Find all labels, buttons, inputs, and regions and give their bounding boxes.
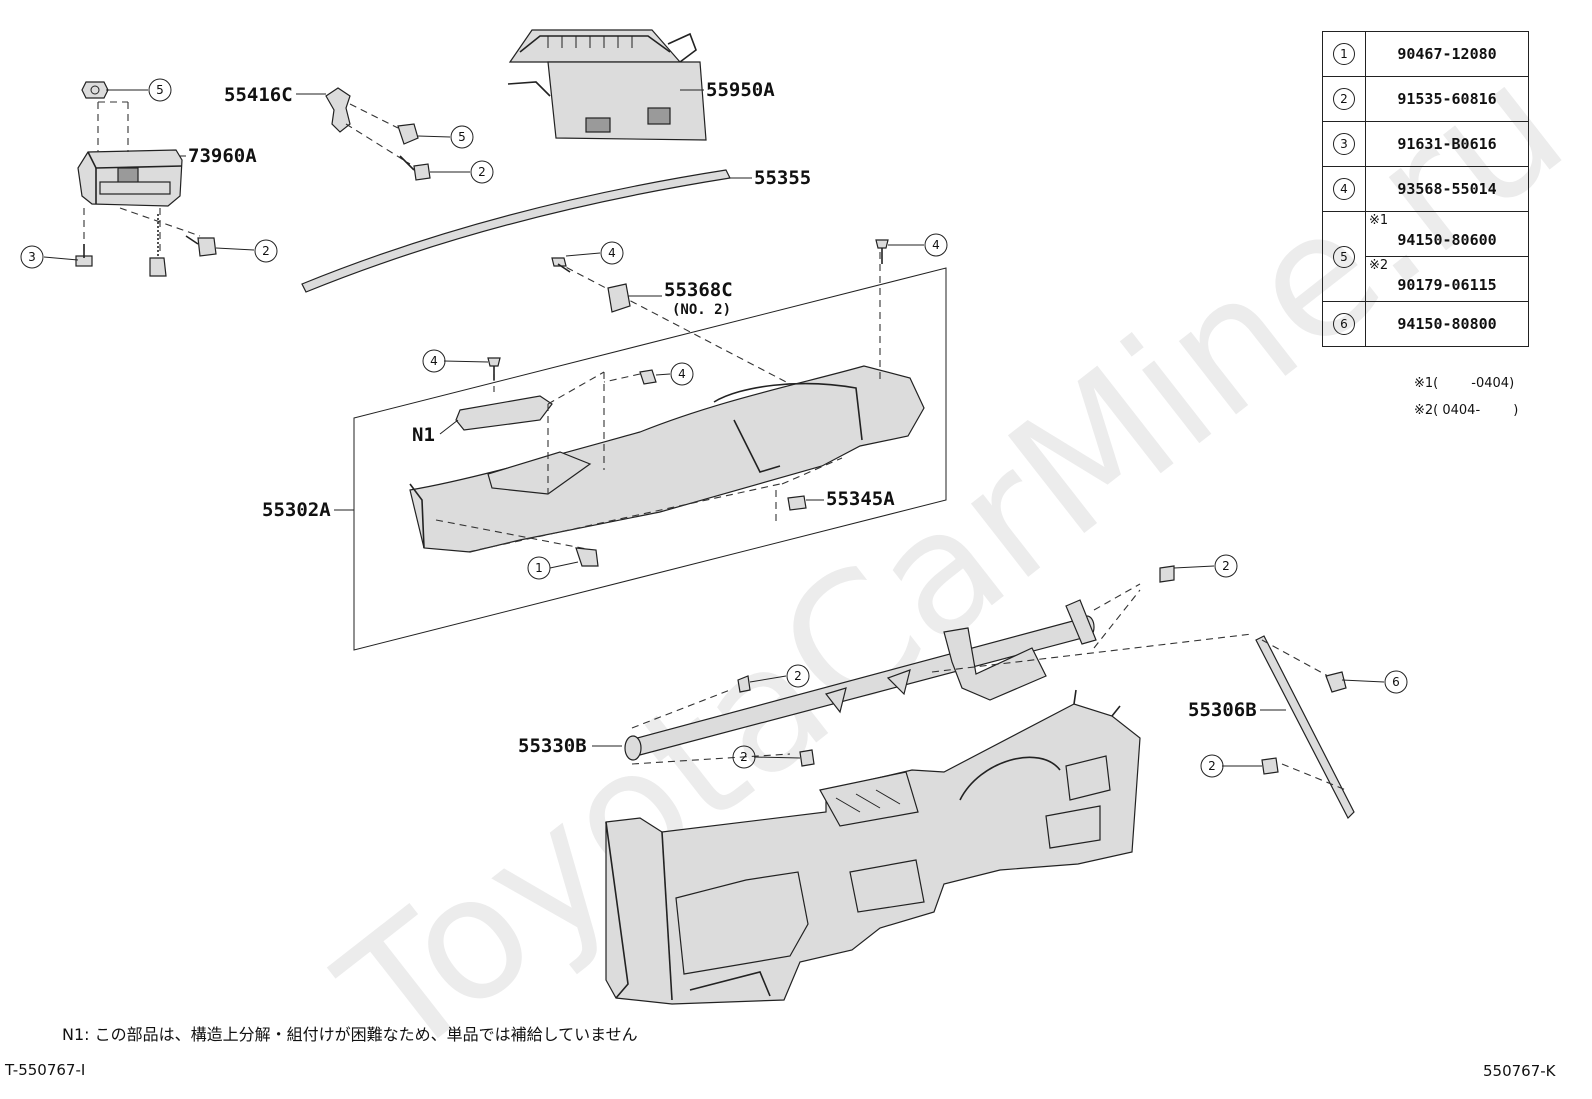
ref-circle: 4 xyxy=(1333,178,1355,200)
svg-text:5: 5 xyxy=(458,130,466,144)
svg-text:2: 2 xyxy=(1222,559,1230,573)
svg-text:2: 2 xyxy=(740,750,748,764)
part-55416c-drawing xyxy=(325,87,431,181)
label-55355: 55355 xyxy=(754,167,811,189)
part-number: 93568-55014 xyxy=(1365,166,1529,212)
label-55416c: 55416C xyxy=(224,84,293,106)
label-55302a: 55302A xyxy=(262,499,331,521)
label-55950a: 55950A xyxy=(706,79,775,101)
callout-2a: 2 xyxy=(470,160,494,184)
label-55368c-sub: (NO. 2) xyxy=(672,302,731,318)
svg-text:4: 4 xyxy=(932,238,940,252)
svg-text:2: 2 xyxy=(1208,759,1216,773)
svg-text:1: 1 xyxy=(535,561,543,575)
lower-dashboard-drawing xyxy=(605,689,1141,1005)
note-2: ※2( 0404- ) xyxy=(1414,403,1519,418)
label-55306b: 55306B xyxy=(1188,699,1257,721)
note-mark: ※2 xyxy=(1369,258,1389,273)
callout-4c: 4 xyxy=(422,349,446,373)
table-row: ※2 90179-06115 xyxy=(1323,256,1529,302)
part-number: 91631-B0616 xyxy=(1365,121,1529,167)
svg-text:6: 6 xyxy=(1392,675,1400,689)
callout-2c: 2 xyxy=(1214,554,1238,578)
table-row: 6 94150-80800 xyxy=(1322,301,1529,347)
ref-circle: 5 xyxy=(1333,245,1355,268)
part-55330b-drawing xyxy=(624,565,1253,767)
ref-circle: 1 xyxy=(1333,43,1355,65)
part-number: 90467-12080 xyxy=(1365,31,1529,77)
label-55345a: 55345A xyxy=(826,488,895,510)
note-1: ※1( -0404) xyxy=(1414,376,1515,391)
callout-2d: 2 xyxy=(786,664,810,688)
callout-1: 1 xyxy=(527,556,551,580)
table-row: 1 90467-12080 xyxy=(1322,31,1529,77)
table-row: 3 91631-B0616 xyxy=(1322,121,1529,167)
ref-circle: 3 xyxy=(1333,133,1355,155)
callout-4d: 4 xyxy=(670,362,694,386)
illustration-code-left: T-550767-I xyxy=(5,1061,86,1079)
callout-2f: 2 xyxy=(1200,754,1224,778)
table-row: 4 93568-55014 xyxy=(1322,166,1529,212)
footnote: N1: この部品は、構造上分解・組付けが困難なため、単品では補給していません xyxy=(62,1025,638,1044)
callout-2e: 2 xyxy=(732,745,756,769)
parts-table: 1 90467-12080 2 91535-60816 3 91631-B061… xyxy=(1322,31,1529,347)
part-number: 94150-80600 xyxy=(1397,231,1497,249)
svg-text:3: 3 xyxy=(28,250,36,264)
label-55330b: 55330B xyxy=(518,735,587,757)
ref-circle: 6 xyxy=(1333,313,1355,335)
svg-text:2: 2 xyxy=(794,669,802,683)
label-73960a: 73960A xyxy=(188,145,257,167)
svg-text:4: 4 xyxy=(678,367,686,381)
callout-2b: 2 xyxy=(254,239,278,263)
illustration-code-right: 550767-K xyxy=(1483,1062,1556,1080)
callout-4b: 4 xyxy=(924,233,948,257)
part-number: 90179-06115 xyxy=(1397,276,1497,294)
callout-4a: 4 xyxy=(600,241,624,265)
callout-6: 6 xyxy=(1384,670,1408,694)
svg-text:4: 4 xyxy=(430,354,438,368)
svg-text:2: 2 xyxy=(262,244,270,258)
part-73960a-drawing xyxy=(75,81,217,277)
svg-text:4: 4 xyxy=(608,246,616,260)
part-55355-drawing xyxy=(301,169,731,293)
leader-lines xyxy=(43,89,1385,767)
callout-5a: 5 xyxy=(148,78,172,102)
label-55368c: 55368C xyxy=(664,279,733,301)
label-n1: N1 xyxy=(412,424,435,446)
part-55302a-drawing xyxy=(353,239,947,651)
part-55306b-drawing xyxy=(1255,635,1355,820)
svg-text:5: 5 xyxy=(156,83,164,97)
part-number: 91535-60816 xyxy=(1365,76,1529,122)
callout-5b: 5 xyxy=(450,125,474,149)
note-mark: ※1 xyxy=(1369,213,1389,228)
svg-text:2: 2 xyxy=(478,165,486,179)
part-number: 94150-80800 xyxy=(1365,301,1529,347)
table-row: 2 91535-60816 xyxy=(1322,76,1529,122)
callout-3: 3 xyxy=(20,245,44,269)
table-row: 5 ※1 94150-80600 xyxy=(1322,211,1529,302)
ref-circle: 2 xyxy=(1333,88,1355,110)
part-55950a-drawing xyxy=(507,29,707,141)
